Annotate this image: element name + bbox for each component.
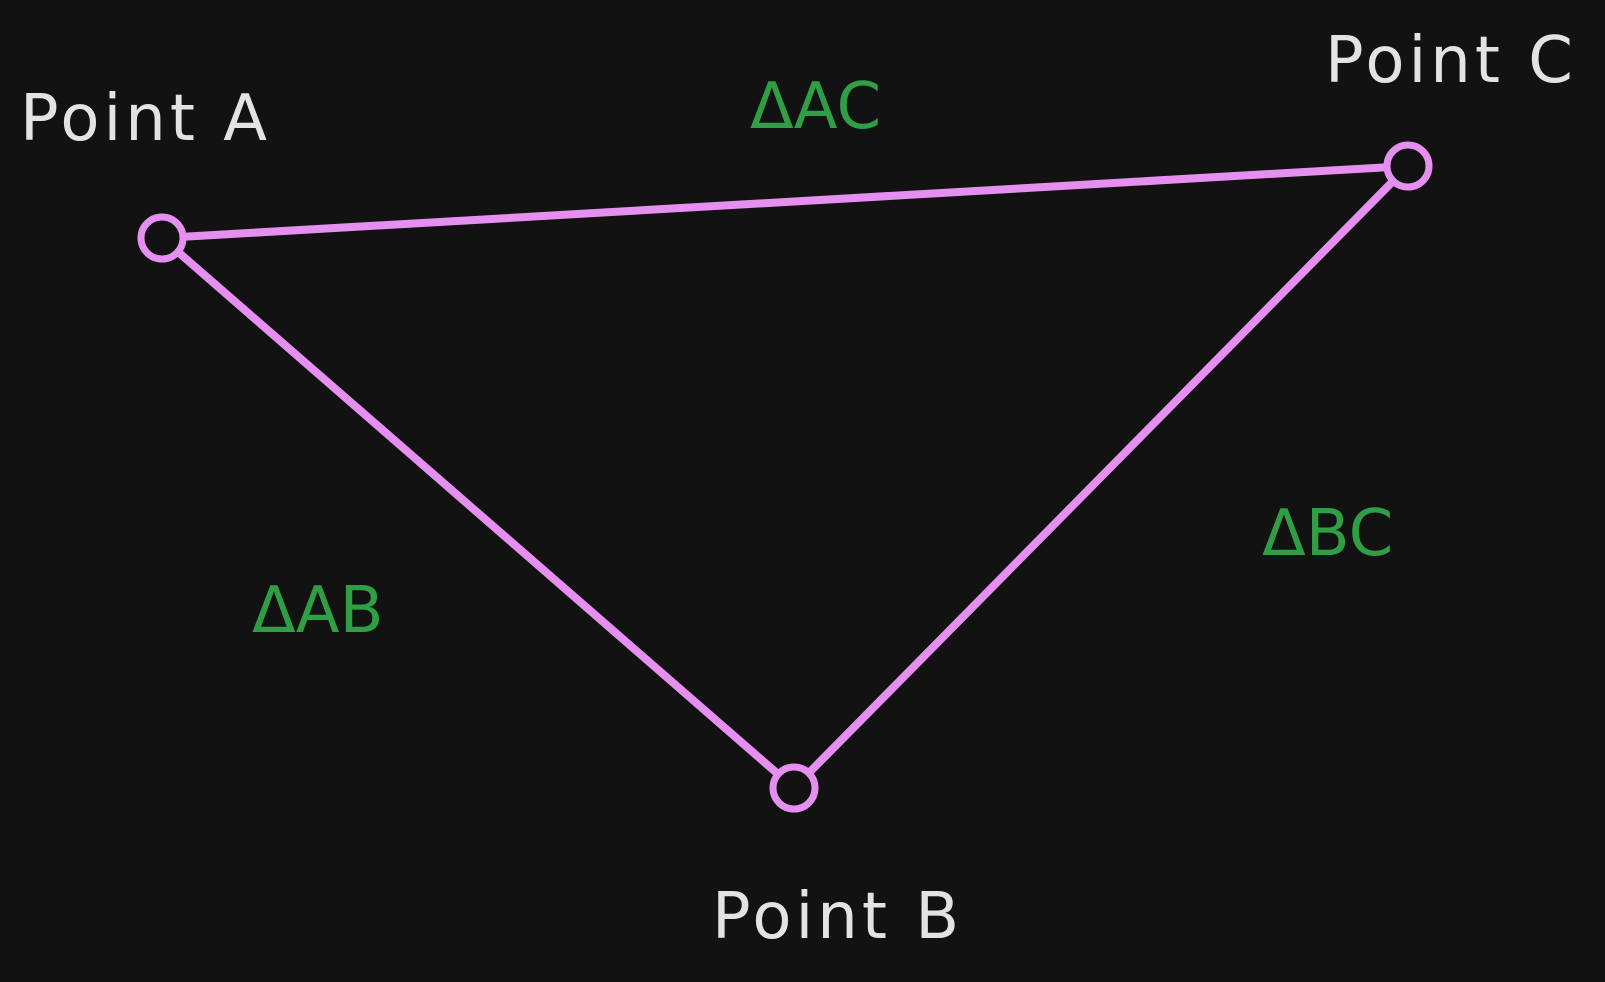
edge-b-c <box>790 162 1412 792</box>
delta-ac-label: ΔAC <box>750 70 881 144</box>
delta-bc-label: ΔBC <box>1262 497 1393 571</box>
point-c-label: Point C <box>1325 24 1577 98</box>
vertex-point-c[interactable] <box>1383 141 1433 191</box>
edge-a-c <box>158 162 1412 242</box>
vertex-point-a[interactable] <box>137 213 187 263</box>
point-a-label: Point A <box>20 82 271 156</box>
vertex-point-b[interactable] <box>769 763 819 813</box>
delta-ab-label: ΔAB <box>252 574 383 648</box>
edge-a-b <box>158 234 798 792</box>
point-b-label: Point B <box>712 880 963 954</box>
